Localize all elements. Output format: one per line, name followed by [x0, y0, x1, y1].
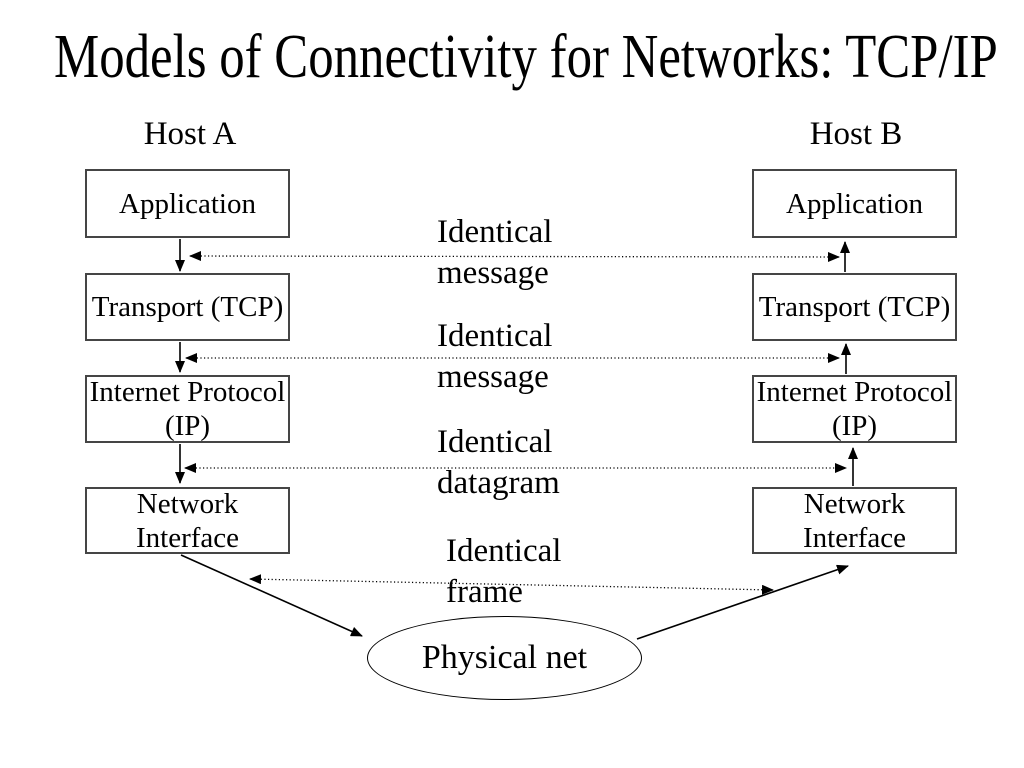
host-a-network-interface-box: Network Interface — [85, 487, 290, 554]
host-b-internet-protocol-box: Internet Protocol (IP) — [752, 375, 957, 443]
slide-title: Models of Connectivity for Networks: TCP… — [54, 23, 998, 91]
host-a-application-box: Application — [85, 169, 290, 238]
layer-label: Transport (TCP) — [758, 291, 951, 323]
layer-label: Internet Protocol — [756, 376, 953, 408]
host-a-network-interface-to-physical-net-arrow — [180, 554, 363, 637]
host-a-internet-protocol-box: Internet Protocol (IP) — [85, 375, 290, 443]
physical-net-label: Physical net — [421, 639, 588, 676]
layer-label: Internet Protocol — [89, 376, 286, 408]
layer-label: Network — [136, 487, 239, 520]
host-a-label: Host A — [143, 116, 237, 152]
layer-label: Network — [803, 487, 906, 520]
host-a-transport-box: Transport (TCP) — [85, 273, 290, 341]
host-b-application-box: Application — [752, 169, 957, 238]
identical-frame-label: Identical frame — [446, 533, 562, 610]
host-b-transport-box: Transport (TCP) — [752, 273, 957, 341]
layer-label: Interface — [135, 521, 239, 554]
layer-label: Interface — [802, 521, 906, 554]
identical-message-label-1: Identical message — [437, 214, 553, 291]
physical-net-to-host-b-network-interface-arrow — [636, 564, 849, 640]
host-b-network-interface-box: Network Interface — [752, 487, 957, 554]
layer-label: Application — [786, 187, 923, 220]
identical-message-label-2: Identical message — [437, 318, 553, 395]
layer-label: (IP) — [831, 410, 878, 442]
layer-label: Application — [119, 187, 256, 220]
host-b-label: Host B — [809, 116, 903, 152]
physical-net-node: Physical net — [367, 616, 642, 700]
identical-datagram-label: Identical datagram — [437, 424, 560, 501]
layer-label: Transport (TCP) — [91, 291, 284, 323]
layer-label: (IP) — [164, 410, 211, 442]
